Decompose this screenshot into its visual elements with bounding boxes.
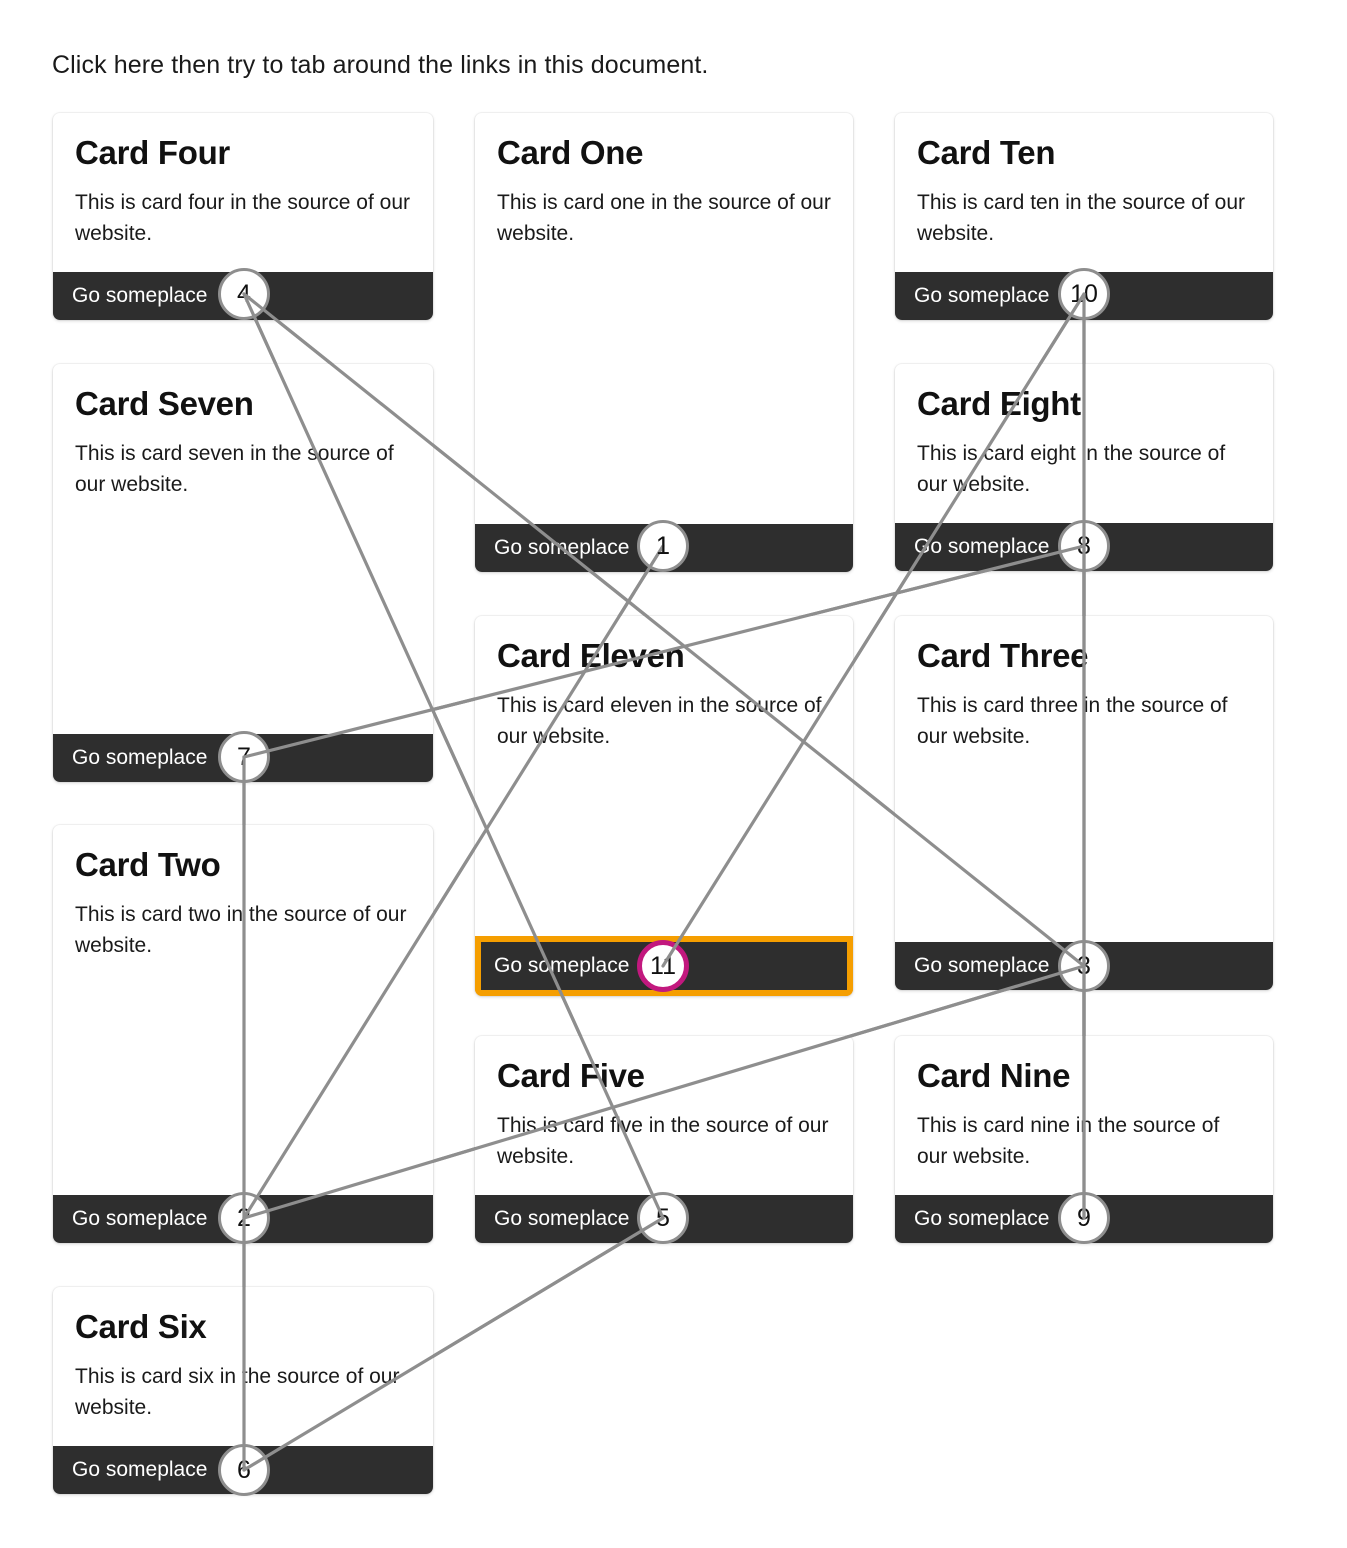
card-body: Card Eight This is card eight in the sou…	[895, 364, 1273, 523]
card-text: This is card two in the source of our we…	[75, 903, 407, 957]
go-someplace-link[interactable]: Go someplace	[72, 746, 208, 769]
card-text: This is card three in the source of our …	[917, 694, 1228, 748]
card-title: Card Eight	[917, 385, 1081, 422]
tab-marker-5: 5	[637, 1192, 689, 1244]
card-title: Card Four	[75, 134, 230, 171]
go-someplace-link[interactable]: Go someplace	[72, 1458, 208, 1481]
go-someplace-link[interactable]: Go someplace	[914, 284, 1050, 307]
card-two[interactable]: Card Two This is card two in the source …	[53, 825, 433, 1243]
card-text: This is card nine in the source of our w…	[917, 1114, 1220, 1168]
card-title: Card One	[497, 134, 644, 171]
card-body: Card One This is card one in the source …	[475, 113, 853, 524]
card-body: Card Three This is card three in the sou…	[895, 616, 1273, 942]
card-title: Card Ten	[917, 134, 1056, 171]
tab-marker-11: 11	[637, 940, 689, 992]
card-text: This is card ten in the source of our we…	[917, 191, 1245, 245]
card-title: Card Three	[917, 637, 1089, 674]
card-one[interactable]: Card One This is card one in the source …	[475, 113, 853, 572]
go-someplace-link[interactable]: Go someplace	[494, 536, 630, 559]
card-text: This is card four in the source of our w…	[75, 191, 410, 245]
go-someplace-link[interactable]: Go someplace	[914, 535, 1050, 558]
card-body: Card Ten This is card ten in the source …	[895, 113, 1273, 272]
go-someplace-link[interactable]: Go someplace	[494, 954, 630, 977]
go-someplace-link[interactable]: Go someplace	[72, 1207, 208, 1230]
tab-marker-8: 8	[1058, 520, 1110, 572]
card-title: Card Two	[75, 846, 221, 883]
card-title: Card Seven	[75, 385, 254, 422]
card-body: Card Four This is card four in the sourc…	[53, 113, 433, 272]
card-title: Card Eleven	[497, 637, 685, 674]
card-body: Card Eleven This is card eleven in the s…	[475, 616, 853, 936]
card-text: This is card eleven in the source of our…	[497, 694, 822, 748]
card-text: This is card eight in the source of our …	[917, 442, 1226, 496]
card-text: This is card five in the source of our w…	[497, 1114, 829, 1168]
tab-marker-7: 7	[218, 731, 270, 783]
card-body: Card Seven This is card seven in the sou…	[53, 364, 433, 734]
card-body: Card Six This is card six in the source …	[53, 1287, 433, 1446]
go-someplace-link[interactable]: Go someplace	[914, 954, 1050, 977]
tab-marker-9: 9	[1058, 1192, 1110, 1244]
tab-marker-6: 6	[218, 1444, 270, 1496]
tab-marker-1-top: 1	[656, 531, 670, 560]
card-title: Card Nine	[917, 1057, 1071, 1094]
card-body: Card Nine This is card nine in the sourc…	[895, 1036, 1273, 1195]
card-text: This is card one in the source of our we…	[497, 191, 831, 245]
card-three[interactable]: Card Three This is card three in the sou…	[895, 616, 1273, 990]
go-someplace-link[interactable]: Go someplace	[914, 1207, 1050, 1230]
tab-marker-4: 4	[218, 268, 270, 320]
card-seven[interactable]: Card Seven This is card seven in the sou…	[53, 364, 433, 782]
card-body: Card Five This is card five in the sourc…	[475, 1036, 853, 1195]
card-body: Card Two This is card two in the source …	[53, 825, 433, 1195]
card-eleven[interactable]: Card Eleven This is card eleven in the s…	[475, 616, 853, 996]
card-text: This is card seven in the source of our …	[75, 442, 394, 496]
tab-marker-10: 10	[1058, 268, 1110, 320]
go-someplace-link[interactable]: Go someplace	[72, 284, 208, 307]
card-title: Card Six	[75, 1308, 207, 1345]
page-instruction: Click here then try to tab around the li…	[52, 51, 709, 79]
tab-marker-2: 2	[218, 1192, 270, 1244]
card-text: This is card six in the source of our we…	[75, 1365, 400, 1419]
tab-marker-3: 3	[1058, 940, 1110, 992]
card-title: Card Five	[497, 1057, 645, 1094]
go-someplace-link[interactable]: Go someplace	[494, 1207, 630, 1230]
